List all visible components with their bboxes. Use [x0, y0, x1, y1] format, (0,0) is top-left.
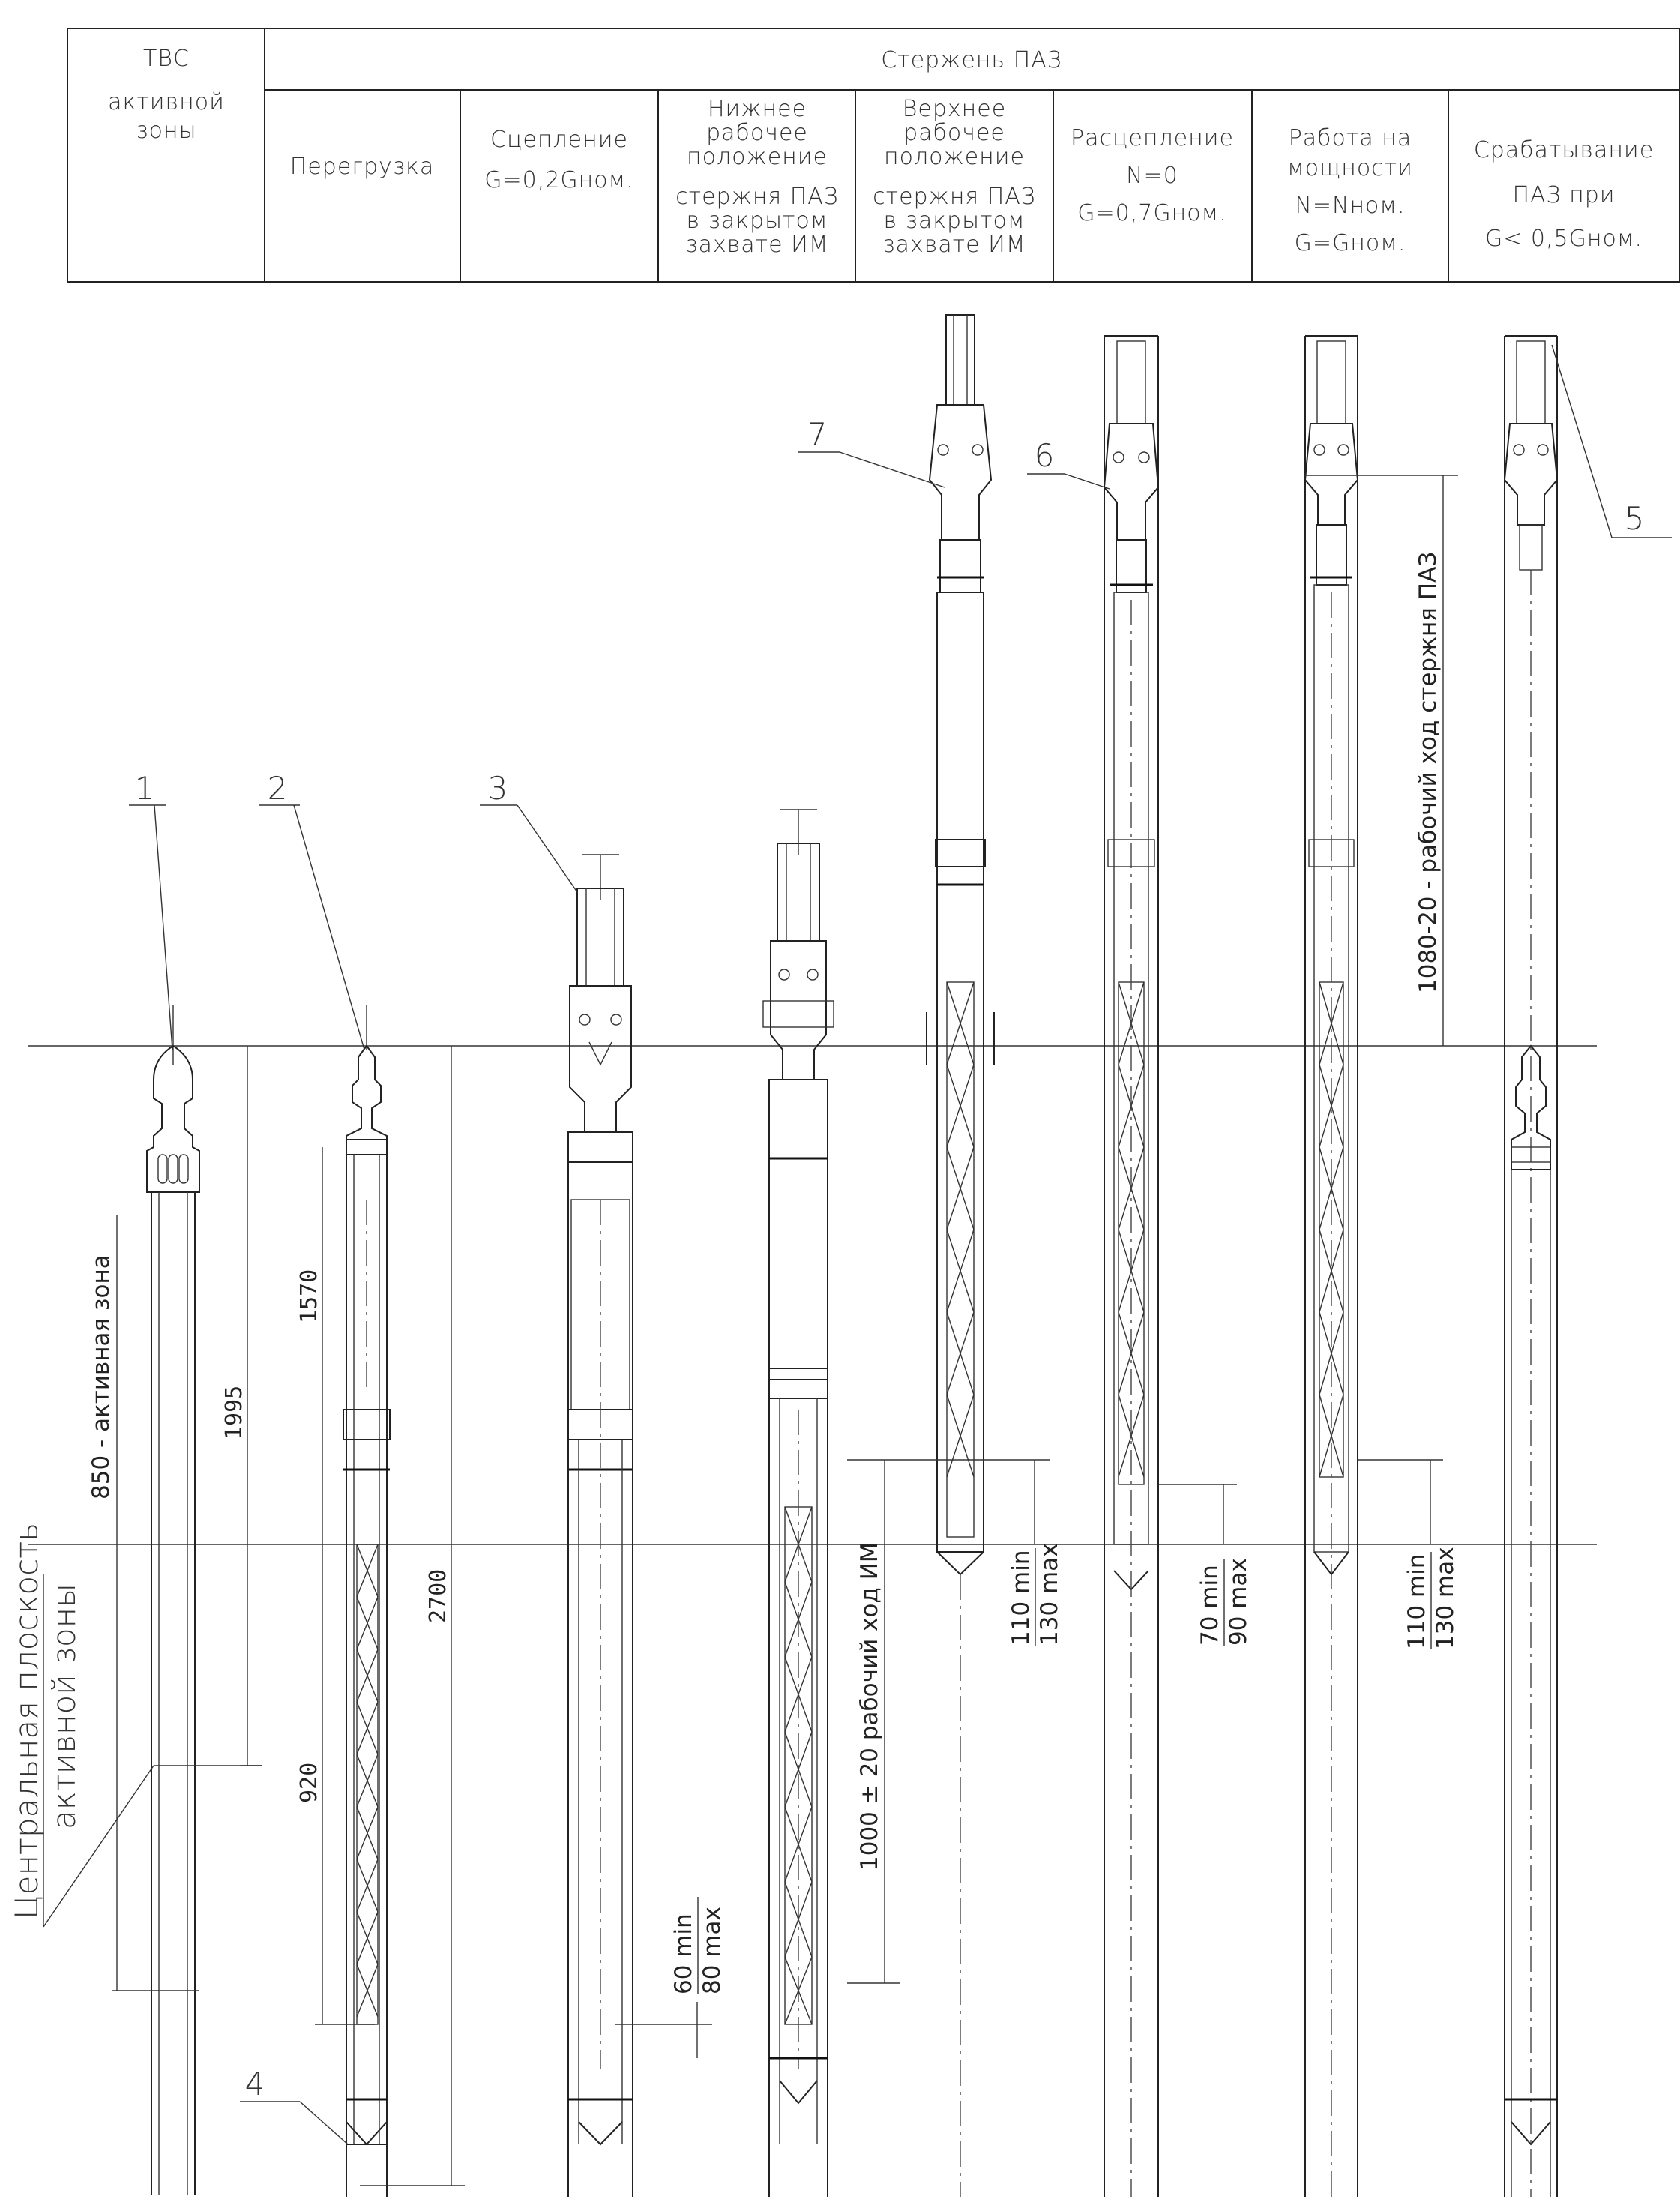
callout-5: 5 [1625, 500, 1645, 537]
col-scram-2: ПАЗ при [1512, 182, 1615, 208]
col-reload: Перегрузка [290, 154, 434, 180]
rod-coupling [567, 854, 633, 2197]
col-power-4: G=Gном. [1295, 230, 1406, 256]
col-upper-3: положение [884, 144, 1025, 170]
dim-1995: 1995 [221, 1386, 247, 1440]
callout-1: 1 [135, 770, 155, 807]
col-lower-4: стержня ПАЗ [675, 184, 839, 210]
central-plane-2: активной зоны [46, 1583, 82, 1829]
central-plane-1: Центральная плоскость [8, 1523, 45, 1919]
col-power-1: Работа на [1289, 125, 1412, 151]
central-plane-label: Центральная плоскость активной зоны [8, 1523, 262, 1928]
callout-6: 6 [1035, 437, 1055, 474]
dim-paz-stroke: 1080-20 - рабочий ход стержня ПАЗ [1415, 552, 1442, 993]
dim-gap4-min: 110 min [1403, 1554, 1430, 1649]
rod-power [1304, 335, 1359, 2197]
rod-lower [762, 809, 834, 2197]
dim-2700: 2700 [425, 1569, 451, 1623]
tvs-header-1: ТВС [143, 46, 190, 72]
col-scram-1: Срабатывание [1474, 137, 1654, 163]
paz-header: Стержень ПАЗ [881, 47, 1062, 73]
callout-7: 7 [807, 416, 828, 453]
callout-2: 2 [268, 770, 288, 807]
dim-gap3-min: 70 min [1196, 1565, 1223, 1646]
rod-uncouple [1103, 335, 1160, 2197]
dim-im-stroke: 1000 ± 20 рабочий ход ИМ [856, 1542, 883, 1871]
col-scram-3: G< 0,5Gном. [1485, 226, 1643, 252]
reference-lines [28, 1045, 1597, 1545]
rod-reload [343, 1005, 391, 2197]
col-upper-4: стержня ПАЗ [873, 184, 1036, 210]
dimension-lines [112, 475, 1458, 2186]
col-lower-1: Нижнее [708, 96, 807, 122]
col-uncouple-2: N=0 [1126, 163, 1178, 189]
dim-gap3-max: 90 max [1225, 1558, 1252, 1646]
col-power-3: N=Nном. [1295, 193, 1405, 219]
col-power-2: мощности [1287, 155, 1413, 181]
dim-active-zone: 850 - активная зона [88, 1254, 115, 1499]
tvs-header-2: активной [108, 89, 225, 115]
col-upper-6: захвате ИМ [882, 232, 1026, 258]
col-upper-5: в закрытом [884, 208, 1026, 234]
dim-gap2-min: 110 min [1008, 1550, 1035, 1646]
dim-gap1-max: 80 max [699, 1907, 726, 1994]
col-upper-1: Верхнее [903, 96, 1006, 122]
dim-gap4-max: 130 max [1432, 1547, 1459, 1649]
rod-scram [1503, 335, 1559, 2197]
tvs-header-3: зоны [136, 118, 196, 144]
dim-gap2-max: 130 max [1036, 1543, 1063, 1646]
col-uncouple-1: Расцепление [1071, 125, 1234, 151]
callout-3: 3 [488, 770, 508, 807]
col-coupling-2: G=0,2Gном. [484, 167, 633, 193]
dim-920: 920 [296, 1763, 322, 1803]
col-uncouple-3: G=0,7Gном. [1077, 200, 1226, 226]
col-lower-2: рабочее [706, 120, 808, 146]
dim-gap1-min: 60 min [670, 1913, 697, 1994]
col-upper-2: рабочее [903, 120, 1005, 146]
callout-4: 4 [245, 2066, 265, 2102]
col-lower-6: захвате ИМ [685, 232, 828, 258]
fuel-assembly [146, 1005, 200, 2195]
callouts: 1 2 3 4 5 6 7 [129, 344, 1672, 2145]
dim-1570: 1570 [296, 1269, 322, 1323]
rod-upper [926, 314, 995, 2197]
col-lower-5: в закрытом [687, 208, 828, 234]
header-table: ТВС активной зоны Стержень ПАЗ Перегрузк… [67, 28, 1680, 283]
col-coupling-1: Сцепление [490, 127, 628, 153]
col-lower-3: положение [687, 144, 828, 170]
